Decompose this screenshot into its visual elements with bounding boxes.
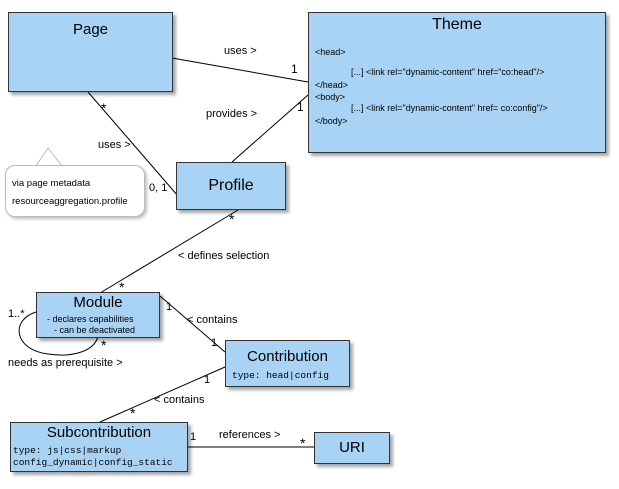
mult-profile-module-profile: * [229,211,235,227]
mult-contribution-sub-contribution: 1 [204,374,211,386]
edge-label-module-contribution: < contains [187,314,238,326]
profile-box[interactable]: Profile [176,162,286,210]
page-title: Page [72,21,109,38]
mult-page-profile-page: * [101,100,107,116]
mult-module-contribution-contribution: 1 [211,337,218,349]
contribution-type: type: head|config [232,370,329,381]
edge-page-profile [87,91,179,197]
contribution-title: Contribution [247,348,328,365]
module-box[interactable]: Module - declares capabilities - can be … [36,292,160,338]
mult-page-profile-profile: 0, 1 [149,182,168,194]
edge-contribution-subcontribution [99,366,226,423]
edge-label-profile-theme: provides > [206,108,258,120]
uri-title: URI [339,439,365,456]
note-pointer [35,147,63,167]
subcontribution-type-line-2: config_dynamic|config_static [13,457,173,468]
page-profile-note: via page metadata resourceaggregation.pr… [5,165,145,217]
mult-profile-theme-theme: 1 [297,100,304,114]
edge-label-profile-module: < defines selection [178,250,270,262]
edge-label-module-self: needs as prerequisite > [8,357,123,369]
theme-line-5: [...] <link rel="dynamic-content" href= … [351,103,548,113]
note-line-1: via page metadata [12,178,91,189]
edge-label-page-profile: uses > [98,139,131,151]
theme-box[interactable]: Theme <head> [...] <link rel="dynamic-co… [308,12,606,153]
edge-profile-theme [231,94,309,163]
profile-title: Profile [208,177,254,194]
module-line-2: - can be deactivated [54,325,136,335]
mult-sub-uri-sub: 1 [190,431,197,443]
module-title: Module [73,294,123,311]
mult-profile-module-module: * [119,279,125,295]
edge-label-contribution-sub: < contains [154,394,205,406]
edge-module-contribution [159,295,226,353]
module-line-1: - declares capabilities [47,314,134,324]
edge-profile-module [99,209,239,294]
mult-contribution-sub-sub: * [130,405,136,421]
mult-sub-uri-uri: * [300,435,306,451]
mult-module-self-end: * [101,337,107,353]
mult-page-theme-theme: 1 [291,62,298,76]
theme-line-2: [...] <link rel="dynamic-content" href="… [351,67,545,77]
theme-line-3: </head> [315,80,349,90]
edge-label-page-theme: uses > [224,45,257,57]
page-box[interactable]: Page [8,12,173,92]
subcontribution-box[interactable]: Subcontribution type: js|css|markup conf… [10,422,188,472]
note-line-2: resourceaggregation.profile [12,196,128,207]
mult-module-self-start: 1..* [8,308,25,320]
edge-page-theme [171,57,309,83]
mult-module-contribution-module: 1 [166,301,173,313]
subcontribution-type-line-1: type: js|css|markup [13,445,122,456]
theme-title: Theme [432,16,482,33]
theme-line-1: <head> [315,47,346,57]
theme-line-4: <body> [315,92,346,102]
theme-line-6: </body> [315,116,348,126]
edge-label-sub-uri: references > [219,429,281,441]
subcontribution-title: Subcontribution [46,424,152,441]
uri-box[interactable]: URI [314,432,390,464]
contribution-box[interactable]: Contribution type: head|config [225,340,350,387]
edge-module-self-loop [18,311,99,356]
